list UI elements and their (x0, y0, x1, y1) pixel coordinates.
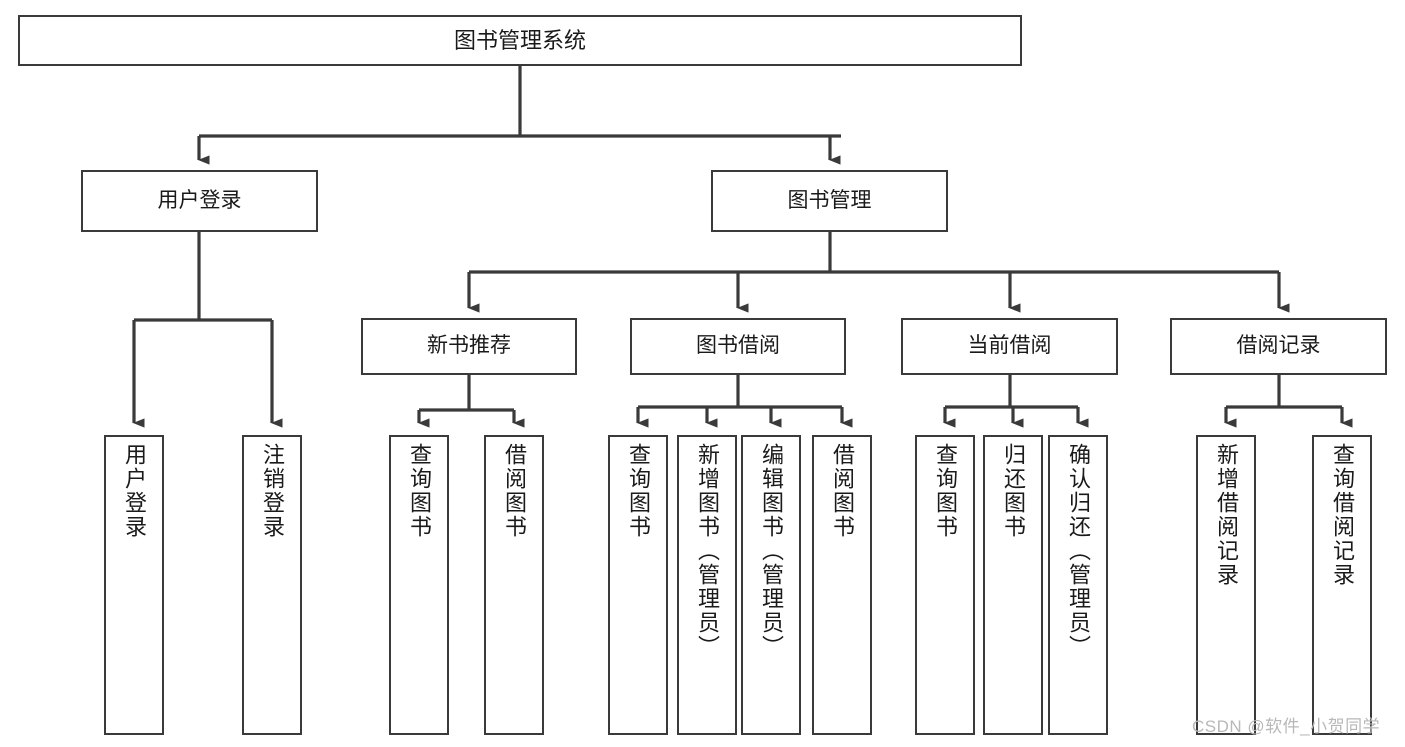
node-leaf-logout-login-label: 注销登录 (259, 443, 285, 539)
node-leaf-query-book-3-label: 查询图书 (932, 443, 958, 539)
node-new-book-rec[interactable]: 新书推荐 (361, 318, 577, 375)
node-root-label: 图书管理系统 (453, 27, 586, 53)
node-root[interactable]: 图书管理系统 (18, 15, 1022, 66)
node-leaf-query-book-1[interactable]: 查询图书 (389, 435, 449, 735)
node-user-login[interactable]: 用户登录 (81, 170, 318, 232)
node-leaf-edit-book-label: 编辑图书（管理员） (758, 443, 784, 659)
node-book-manage-label: 图书管理 (787, 188, 872, 212)
node-leaf-query-record-label: 查询借阅记录 (1329, 443, 1355, 587)
node-leaf-query-record[interactable]: 查询借阅记录 (1312, 435, 1372, 735)
node-current-borrow-label: 当前借阅 (967, 334, 1052, 358)
node-leaf-query-book-1-label: 查询图书 (406, 443, 432, 539)
node-leaf-query-book-3[interactable]: 查询图书 (915, 435, 975, 735)
csdn-watermark: CSDN @软件_小贺同学 (1192, 717, 1381, 736)
node-user-login-label: 用户登录 (157, 188, 242, 212)
node-leaf-add-record[interactable]: 新增借阅记录 (1196, 435, 1256, 735)
node-leaf-add-record-label: 新增借阅记录 (1213, 443, 1239, 587)
node-new-book-rec-label: 新书推荐 (427, 334, 511, 358)
node-leaf-query-book-2-label: 查询图书 (625, 443, 651, 539)
node-leaf-borrow-book-2-label: 借阅图书 (829, 443, 855, 539)
node-book-borrow-label: 图书借阅 (696, 334, 780, 358)
node-current-borrow[interactable]: 当前借阅 (901, 318, 1118, 375)
node-leaf-confirm-return[interactable]: 确认归还（管理员） (1048, 435, 1108, 735)
node-borrow-record[interactable]: 借阅记录 (1170, 318, 1387, 375)
node-leaf-edit-book[interactable]: 编辑图书（管理员） (741, 435, 801, 735)
node-leaf-user-login-label: 用户登录 (121, 443, 147, 539)
node-leaf-borrow-book-1-label: 借阅图书 (501, 443, 527, 539)
node-leaf-confirm-return-label: 确认归还（管理员） (1065, 443, 1091, 659)
node-leaf-borrow-book-1[interactable]: 借阅图书 (484, 435, 544, 735)
node-leaf-user-login[interactable]: 用户登录 (104, 435, 164, 735)
node-leaf-return-book-label: 归还图书 (1000, 443, 1026, 539)
node-book-manage[interactable]: 图书管理 (711, 170, 948, 232)
node-leaf-add-book[interactable]: 新增图书（管理员） (677, 435, 737, 735)
node-borrow-record-label: 借阅记录 (1236, 334, 1321, 358)
node-leaf-add-book-label: 新增图书（管理员） (694, 443, 720, 659)
node-leaf-return-book[interactable]: 归还图书 (983, 435, 1043, 735)
node-book-borrow[interactable]: 图书借阅 (630, 318, 846, 375)
node-leaf-logout-login[interactable]: 注销登录 (242, 435, 302, 735)
node-leaf-borrow-book-2[interactable]: 借阅图书 (812, 435, 872, 735)
node-leaf-query-book-2[interactable]: 查询图书 (608, 435, 668, 735)
